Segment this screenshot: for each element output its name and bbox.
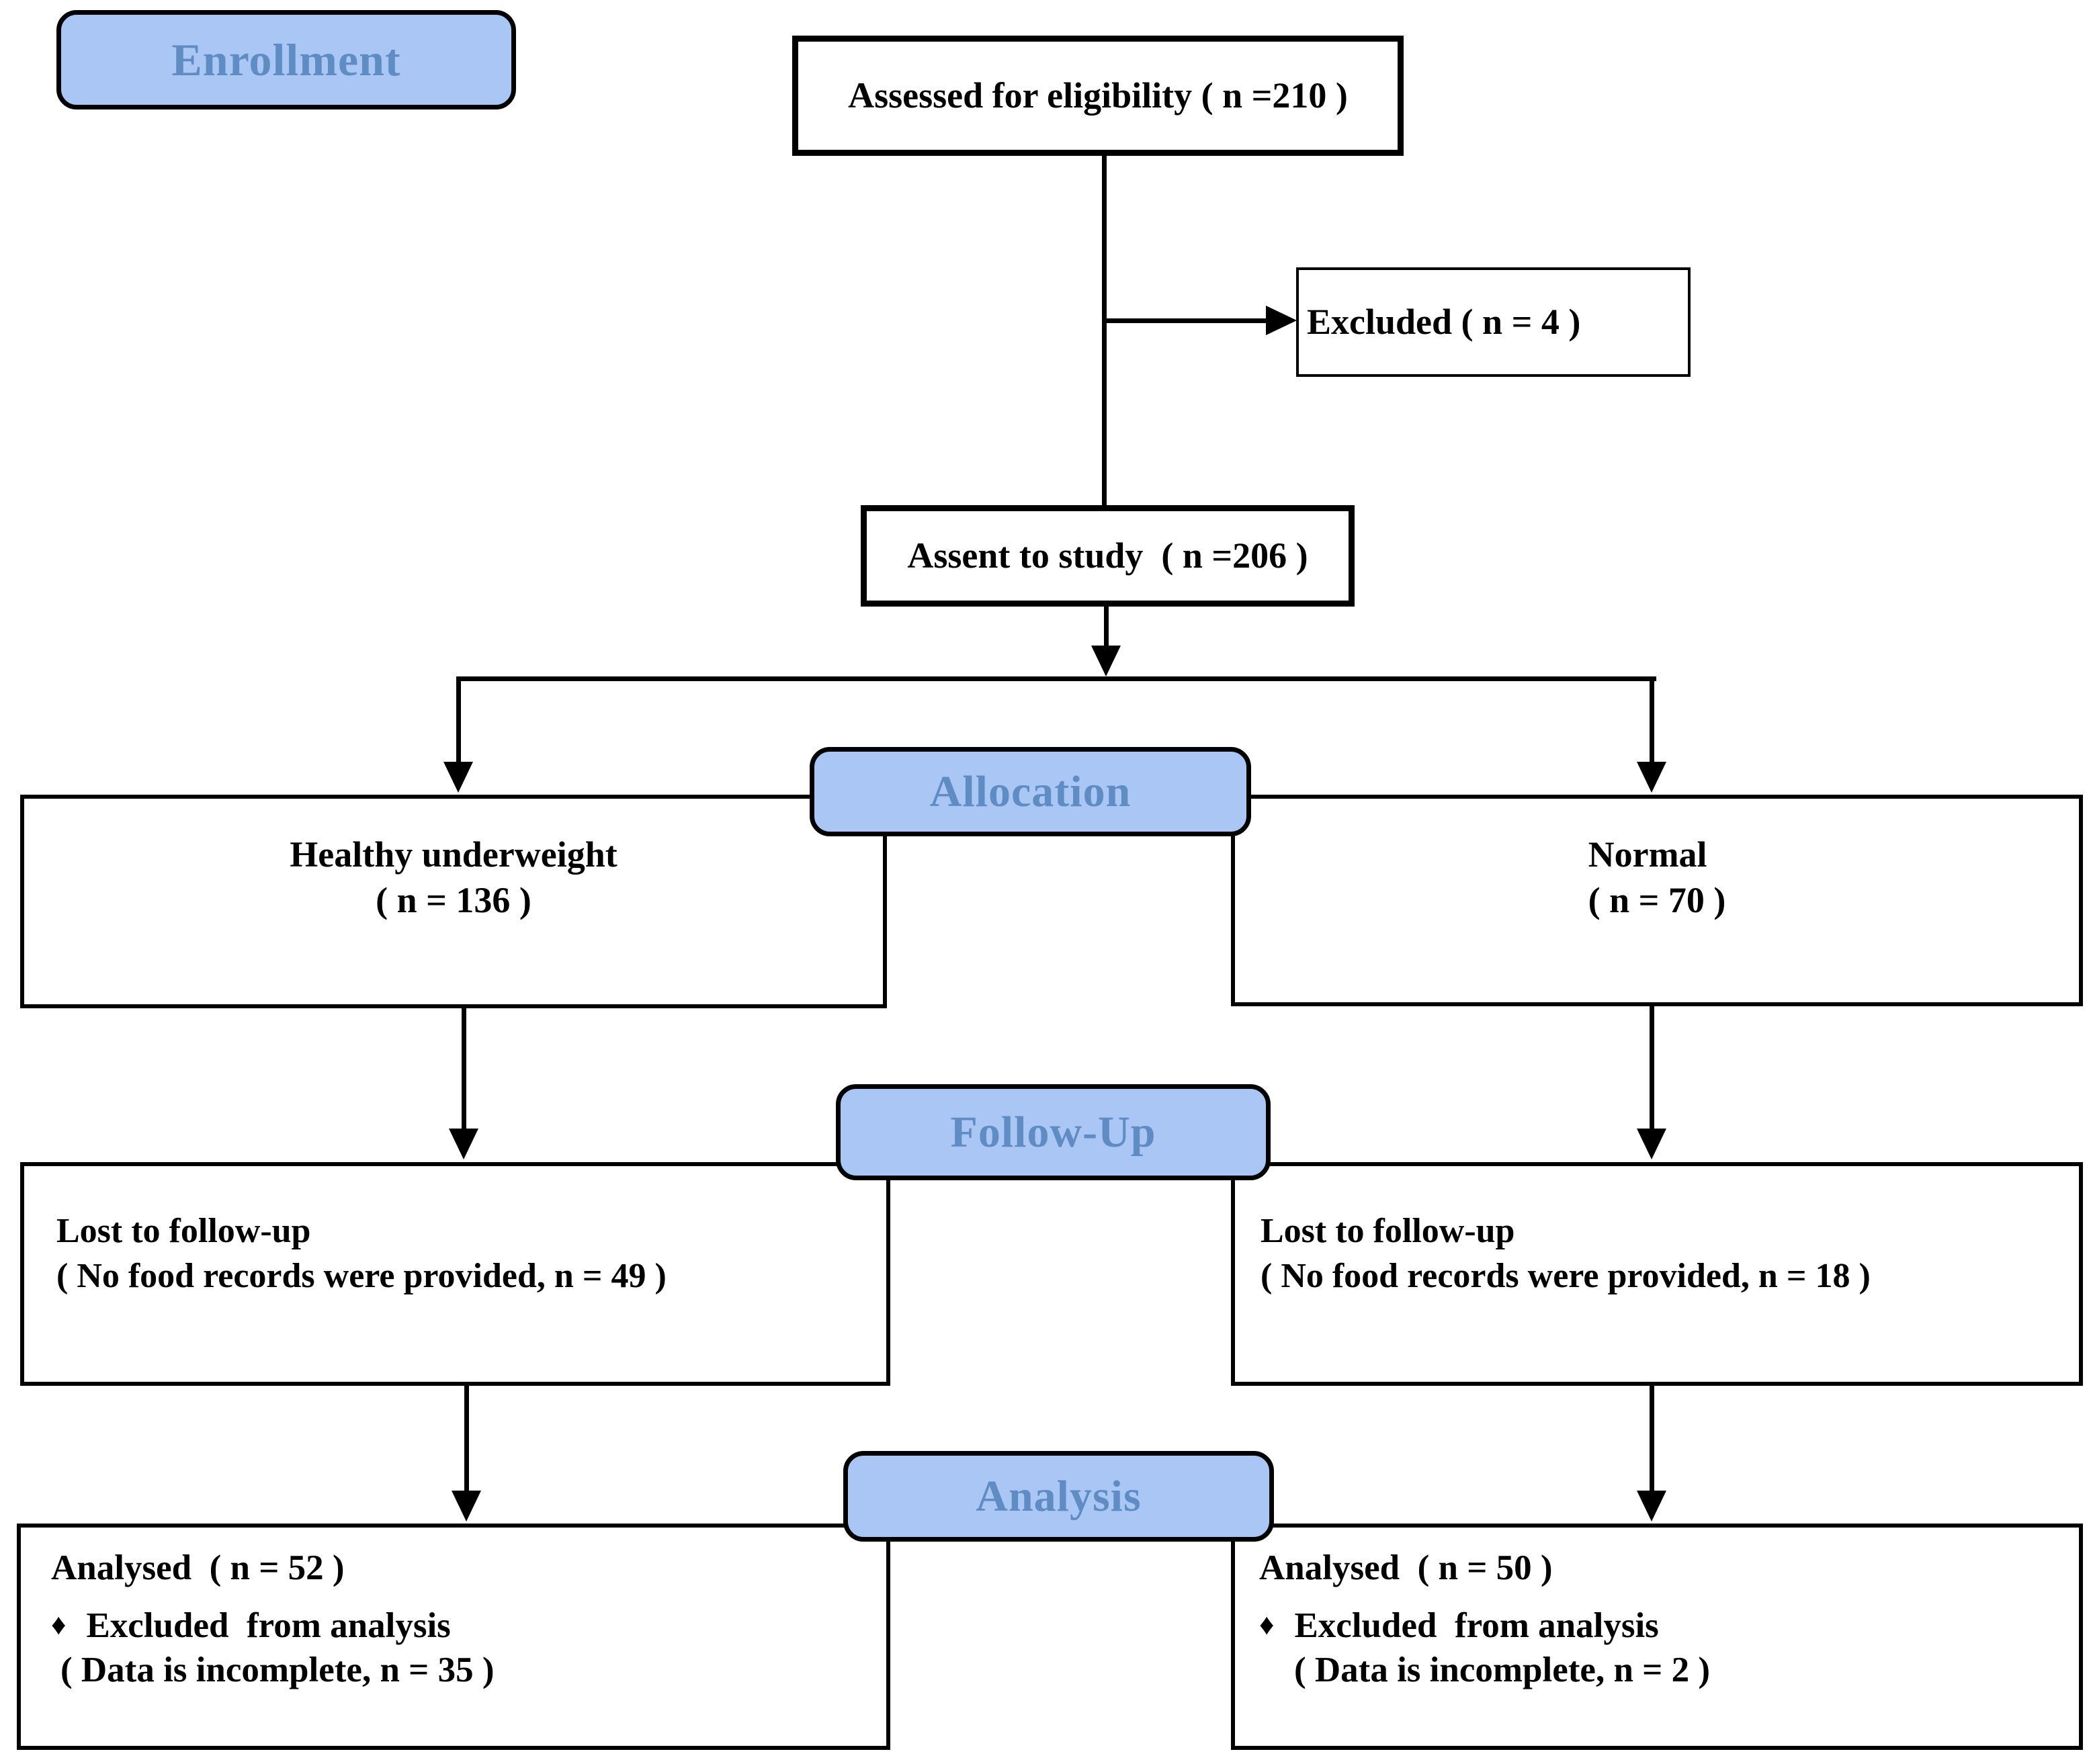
allocation-right-title: Normal bbox=[1588, 834, 1707, 875]
stage-label-allocation: Allocation bbox=[929, 766, 1132, 816]
analysis-right-title: Analysed ( n = 50 ) bbox=[1259, 1548, 1553, 1587]
connector-right-allocation-to-followup bbox=[1650, 1005, 1654, 1130]
assessed-text: Assessed for eligibility ( n =210 ) bbox=[848, 75, 1348, 116]
connector-split-horizontal bbox=[456, 676, 1656, 681]
analysis-left-title: Analysed ( n = 52 ) bbox=[51, 1548, 345, 1587]
followup-left-detail: ( No food records were provided, n = 49 … bbox=[56, 1256, 667, 1295]
stage-label-enrollment: Enrollment bbox=[171, 34, 401, 85]
connector-to-excluded bbox=[1104, 318, 1269, 323]
connector-right-followup-to-analysis bbox=[1650, 1384, 1654, 1492]
allocation-left-title: Healthy underweight bbox=[290, 834, 617, 875]
connector-split-to-right-group bbox=[1650, 676, 1654, 764]
node-allocation-normal: Normal ( n = 70 ) bbox=[1231, 795, 2083, 1006]
diamond-bullet-icon: ♦ bbox=[51, 1608, 67, 1641]
node-analysis-left: Analysed ( n = 52 ) ♦ Excluded from anal… bbox=[17, 1524, 890, 1750]
arrowhead-left-followup bbox=[449, 1129, 478, 1159]
node-followup-left: Lost to follow-up ( No food records were… bbox=[20, 1162, 890, 1386]
connector-left-allocation-to-followup bbox=[462, 1007, 466, 1130]
analysis-right-excluded-line: Excluded from analysis bbox=[1294, 1606, 1659, 1645]
node-analysis-right: Analysed ( n = 50 ) ♦ Excluded from anal… bbox=[1231, 1524, 2083, 1750]
stage-box-enrollment: Enrollment bbox=[56, 10, 516, 109]
connector-split-to-left-group bbox=[456, 676, 461, 764]
followup-right-detail: ( No food records were provided, n = 18 … bbox=[1261, 1256, 1871, 1295]
stage-box-followup: Follow-Up bbox=[836, 1084, 1271, 1180]
allocation-left-count: ( n = 136 ) bbox=[376, 879, 531, 920]
node-allocation-healthy-underweight: Healthy underweight ( n = 136 ) bbox=[20, 795, 887, 1008]
analysis-right-excluded-detail: ( Data is incomplete, n = 2 ) bbox=[1294, 1650, 1711, 1689]
stage-label-followup: Follow-Up bbox=[950, 1107, 1156, 1157]
excluded-text: Excluded ( n = 4 ) bbox=[1307, 301, 1581, 342]
followup-left-title: Lost to follow-up bbox=[56, 1212, 311, 1250]
node-followup-right: Lost to follow-up ( No food records were… bbox=[1231, 1162, 2083, 1386]
stage-box-allocation: Allocation bbox=[810, 747, 1251, 836]
stage-box-analysis: Analysis bbox=[843, 1451, 1274, 1542]
arrowhead-right-allocation bbox=[1637, 762, 1666, 793]
arrowhead-excluded bbox=[1266, 306, 1297, 335]
diamond-bullet-icon: ♦ bbox=[1259, 1608, 1275, 1641]
arrowhead-right-analysis bbox=[1637, 1491, 1666, 1522]
allocation-right-count: ( n = 70 ) bbox=[1588, 879, 1726, 920]
analysis-left-excluded-detail: ( Data is incomplete, n = 35 ) bbox=[60, 1650, 495, 1689]
analysis-left-excluded-line: Excluded from analysis bbox=[86, 1606, 451, 1645]
connector-left-followup-to-analysis bbox=[464, 1384, 469, 1492]
node-excluded: Excluded ( n = 4 ) bbox=[1296, 267, 1691, 377]
arrowhead-left-allocation bbox=[443, 762, 473, 793]
followup-right-title: Lost to follow-up bbox=[1261, 1212, 1515, 1250]
assent-text: Assent to study ( n =206 ) bbox=[907, 535, 1308, 576]
node-assessed-for-eligibility: Assessed for eligibility ( n =210 ) bbox=[792, 36, 1404, 156]
connector-assessed-to-assent bbox=[1102, 155, 1107, 506]
arrowhead-right-followup bbox=[1637, 1129, 1666, 1159]
node-assent-to-study: Assent to study ( n =206 ) bbox=[861, 505, 1355, 607]
connector-assent-to-split bbox=[1104, 605, 1109, 647]
arrowhead-left-analysis bbox=[452, 1491, 481, 1522]
arrowhead-split-junction bbox=[1091, 646, 1121, 676]
stage-label-analysis: Analysis bbox=[976, 1471, 1142, 1521]
